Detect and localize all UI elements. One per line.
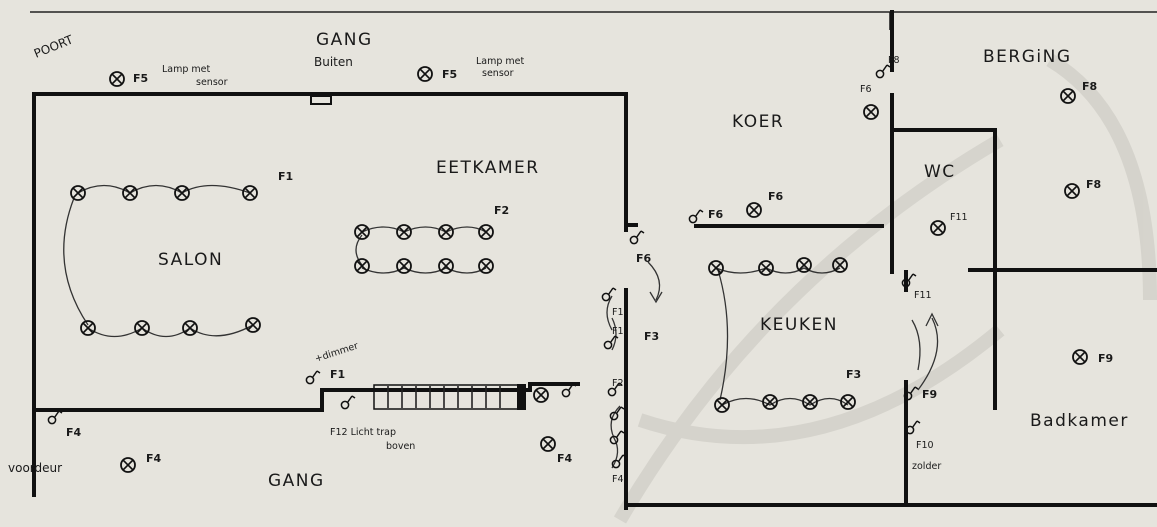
tag-f4: F4 xyxy=(612,474,624,485)
tag-f6: F6 xyxy=(860,84,872,95)
tag-f9: F9 xyxy=(922,388,937,401)
tag-f11: F11 xyxy=(950,212,968,223)
tag-f1: F1 xyxy=(612,326,624,337)
label-badkamer: Badkamer xyxy=(1030,411,1129,431)
tag-f4: F4 xyxy=(557,452,573,465)
label-keuken: KEUKEN xyxy=(760,315,838,335)
tag-f1: F1 xyxy=(612,307,624,318)
tag-f4: F4 xyxy=(66,426,82,439)
note-lamp-sensor-2b: sensor xyxy=(482,68,514,79)
tag-f11: F11 xyxy=(914,290,932,301)
circuit-tags: F5 F5 F1 F2 F1 F4 F4 F4 F6 F1 F1 F3 F2 F… xyxy=(66,55,1113,485)
tag-f8: F8 xyxy=(1082,80,1097,93)
tag-f2: F2 xyxy=(494,204,509,217)
wiring xyxy=(63,184,939,469)
staircase xyxy=(373,384,526,410)
label-gang: GANG xyxy=(268,471,325,491)
tag-f1: F1 xyxy=(278,170,293,183)
label-koer: KOER xyxy=(732,112,784,132)
tag-f5: F5 xyxy=(133,72,148,85)
note-f12-b: boven xyxy=(386,441,415,452)
note-lamp-sensor-1b: sensor xyxy=(196,77,228,88)
note-zolder: zolder xyxy=(912,461,941,472)
walls xyxy=(30,10,1157,510)
tag-f3: F3 xyxy=(644,330,659,343)
room-labels: POORT GANG Buiten EETKAMER SALON KOER BE… xyxy=(8,30,1129,491)
tag-f5: F5 xyxy=(442,68,457,81)
note-lamp-sensor-2a: Lamp met xyxy=(476,56,525,67)
gate-post xyxy=(310,95,332,105)
tag-f4: F4 xyxy=(146,452,162,465)
notes: Lamp met sensor Lamp met sensor +dimmer … xyxy=(162,56,941,472)
tag-f6: F6 xyxy=(636,252,652,265)
label-salon: SALON xyxy=(158,250,223,270)
label-eetkamer: EETKAMER xyxy=(436,158,540,178)
label-gang-buiten-2: Buiten xyxy=(314,55,353,69)
label-voordeur: voordeur xyxy=(8,461,62,475)
tag-f8: F8 xyxy=(888,55,900,66)
tag-f3: F3 xyxy=(846,368,861,381)
tag-f6: F6 xyxy=(708,208,724,221)
tag-f9: F9 xyxy=(1098,352,1113,365)
label-berging: BERGiNG xyxy=(983,47,1072,67)
label-gang-buiten-1: GANG xyxy=(316,30,373,50)
label-poort: POORT xyxy=(32,32,76,61)
tag-f2: F2 xyxy=(612,378,624,389)
tag-f1: F1 xyxy=(330,368,345,381)
note-dimmer: +dimmer xyxy=(314,340,360,364)
tag-f6: F6 xyxy=(768,190,784,203)
note-f12-a: F12 Licht trap xyxy=(330,427,396,438)
tag-f10: F10 xyxy=(916,440,934,451)
label-wc: WC xyxy=(924,162,956,182)
note-lamp-sensor-1a: Lamp met xyxy=(162,64,211,75)
watermark xyxy=(613,53,1157,524)
tag-f8: F8 xyxy=(1086,178,1101,191)
